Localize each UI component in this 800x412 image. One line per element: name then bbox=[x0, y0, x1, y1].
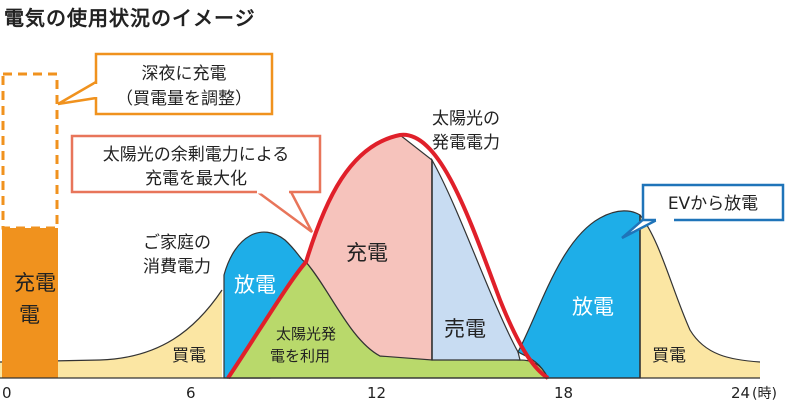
night-charge-block bbox=[2, 228, 58, 378]
consumption-outline-left bbox=[0, 289, 223, 363]
consumption-area-right bbox=[640, 215, 760, 378]
night-charge-label: 充電 bbox=[14, 271, 56, 295]
consumption-outline-right bbox=[639, 214, 761, 363]
x-tick-label: 18 bbox=[554, 384, 573, 402]
callout-ev-text: EVから放電 bbox=[668, 194, 758, 214]
evening-discharge-area bbox=[517, 210, 641, 379]
night-charge-dashed-outline bbox=[1, 72, 59, 230]
solar-self-use-label-2: 電を利用 bbox=[270, 347, 330, 365]
callout-ev-box bbox=[641, 183, 785, 222]
x-tick-label: 24 bbox=[731, 384, 750, 402]
x-tick-label: 12 bbox=[367, 384, 386, 402]
callout-night-pointer bbox=[57, 79, 98, 106]
sell-label: 売電 bbox=[444, 317, 486, 341]
callout-night-line2: （買電量を調整） bbox=[116, 89, 252, 109]
callout-surplus-box bbox=[70, 134, 322, 194]
callout-surplus-line1: 太陽光の余剰電力による bbox=[103, 145, 290, 165]
callout-surplus-pointer bbox=[251, 188, 314, 234]
x-tick-label: 6 bbox=[186, 384, 196, 402]
morning-discharge-label: 放電 bbox=[234, 273, 276, 297]
morning-discharge-area bbox=[223, 231, 307, 379]
night-charge-label-2: 電 bbox=[19, 303, 40, 327]
page-title: 電気の使用状況のイメージ bbox=[4, 6, 256, 30]
solar-generation-label-2: 発電電力 bbox=[432, 133, 500, 153]
callout-surplus-line2: 充電を最大化 bbox=[145, 169, 247, 189]
buy-label-left: 買電 bbox=[172, 346, 206, 366]
x-tick-label: 0 bbox=[2, 384, 12, 402]
solar-generation-curve bbox=[226, 132, 550, 380]
callout-night-line1: 深夜に充電 bbox=[142, 64, 227, 84]
solar-self-use-label-1: 太陽光発 bbox=[276, 325, 336, 343]
buy-label-right: 買電 bbox=[652, 346, 686, 366]
solar-generation-label-1: 太陽光の bbox=[432, 109, 500, 129]
consumption-area bbox=[0, 290, 222, 378]
home-consumption-label-1: ご家庭の bbox=[143, 233, 211, 253]
axis-unit: (時) bbox=[752, 386, 777, 402]
evening-discharge-label: 放電 bbox=[572, 295, 614, 319]
callout-night-box bbox=[94, 52, 274, 116]
charge-midday-label: 充電 bbox=[346, 241, 388, 265]
home-consumption-label-2: 消費電力 bbox=[143, 257, 211, 277]
